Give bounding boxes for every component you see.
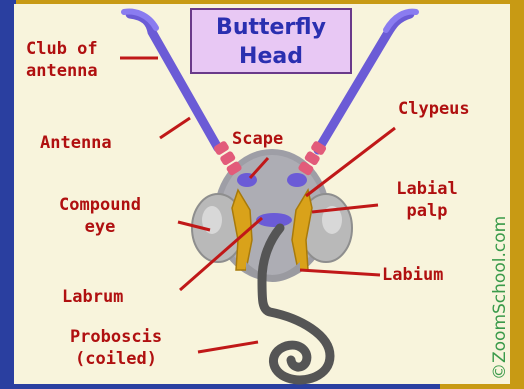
label-antenna: Antenna	[40, 132, 112, 154]
watermark: ©ZoomSchool.com	[490, 216, 510, 380]
label-labium: Labium	[382, 264, 443, 286]
label-clypeus: Clypeus	[398, 98, 470, 120]
title-box: Butterfly Head	[190, 8, 352, 74]
title-line-2: Head	[192, 42, 350, 71]
label-labrum: Labrum	[62, 286, 123, 308]
right-scape	[297, 140, 327, 176]
label-club-of-antenna: Club of antenna	[26, 38, 98, 82]
label-proboscis: Proboscis (coiled)	[36, 326, 196, 370]
title-line-1: Butterfly	[192, 13, 350, 42]
label-scape: Scape	[232, 128, 283, 150]
label-compound-eye: Compound eye	[20, 194, 180, 238]
label-labial-palp: Labial palp	[384, 178, 470, 222]
